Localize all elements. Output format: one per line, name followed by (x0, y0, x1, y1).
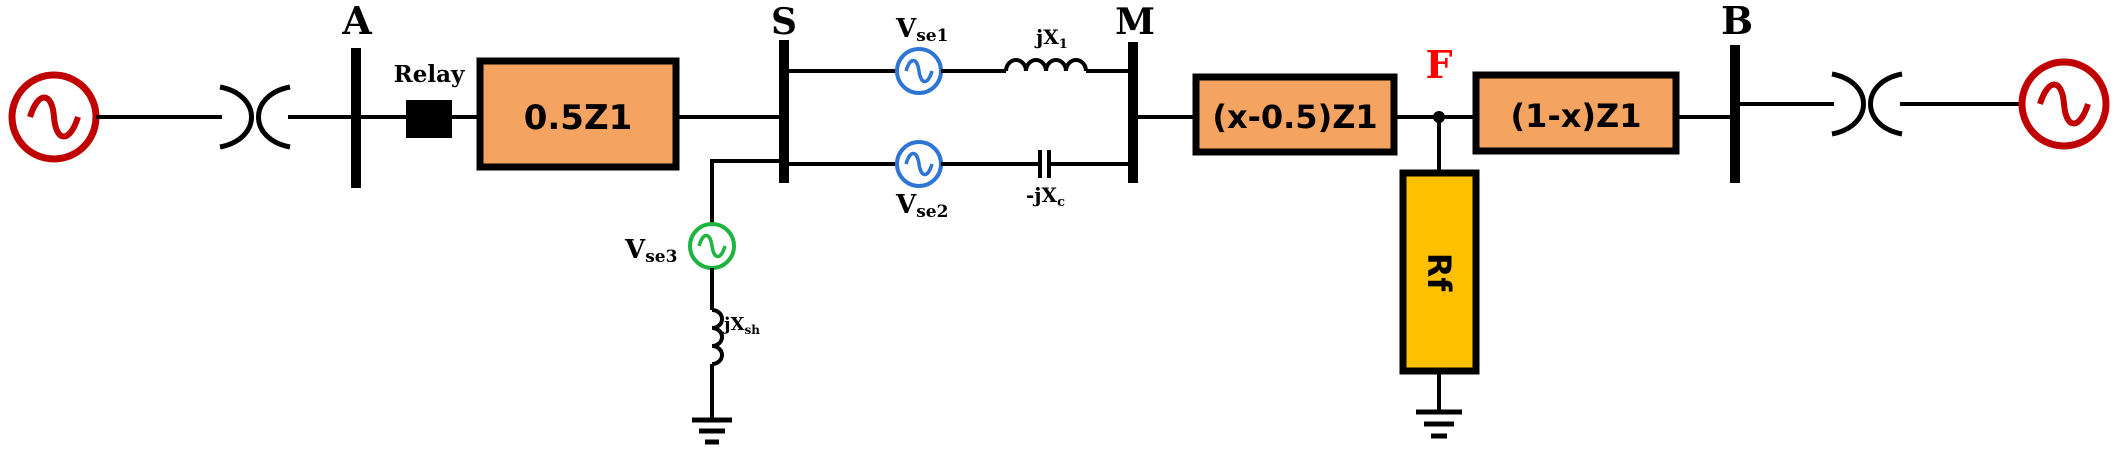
jxc-label: -jXc (1026, 183, 1065, 210)
fault-ground-icon (1416, 409, 1462, 439)
shunt-ground-icon (692, 417, 732, 445)
fault-label: F (1426, 42, 1453, 87)
jx1-inductor-icon (1004, 58, 1088, 72)
fault-resistance-box (1399, 169, 1480, 375)
bus-b (1730, 45, 1740, 183)
vse3-source-icon (688, 222, 736, 270)
impedance-box-z-fb (1472, 71, 1680, 155)
right-ac-source-icon (2018, 58, 2110, 150)
jxsh-inductor-icon (711, 308, 724, 366)
vse1-source-icon (895, 47, 943, 95)
right-transformer-icon (1831, 71, 1903, 137)
jx1-label: jX1 (1034, 25, 1068, 52)
relay-block (406, 100, 452, 138)
bus-s-label: S (771, 1, 797, 43)
left-ac-source-icon (8, 71, 100, 163)
bus-b-label: B (1721, 0, 1753, 43)
vse2-label: Vse2 (895, 190, 948, 222)
jxc-capacitor-icon (1038, 150, 1051, 178)
impedance-z-as-label: 0.5Z1 (524, 98, 633, 138)
impedance-box-z-as (476, 57, 680, 171)
bus-m (1128, 42, 1138, 183)
fault-resistance-label: Rf (1420, 253, 1458, 293)
impedance-box-z-mf (1192, 73, 1398, 156)
relay-label: Relay (394, 61, 465, 88)
impedance-z-fb-label: (1-x)Z1 (1511, 97, 1642, 135)
impedance-z-mf-label: (x-0.5)Z1 (1212, 98, 1377, 136)
vse2-source-icon (895, 140, 943, 188)
bus-a (351, 48, 361, 188)
jxsh-label: jXsh (722, 314, 760, 337)
wire-shunt-branch-top (710, 159, 779, 224)
bus-s (779, 40, 789, 183)
vse3-label: Vse3 (624, 235, 677, 267)
bus-a-label: A (341, 0, 372, 43)
bus-m-label: M (1115, 1, 1155, 43)
left-transformer-icon (219, 84, 291, 150)
vse1-label: Vse1 (895, 14, 948, 46)
